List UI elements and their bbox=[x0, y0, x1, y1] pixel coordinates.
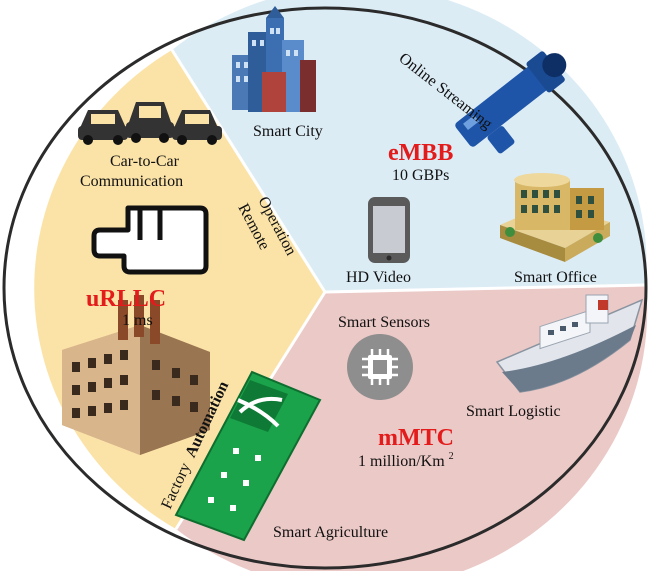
smartphone-icon bbox=[368, 197, 410, 263]
mmtc-metric-base: 1 million/Km bbox=[358, 453, 445, 470]
smart-logistic-label: Smart Logistic bbox=[466, 403, 561, 420]
smart-sensors-label: Smart Sensors bbox=[338, 314, 430, 331]
camcorder-icon bbox=[455, 51, 567, 154]
cars-icon bbox=[78, 102, 222, 145]
smart-city-label: Smart City bbox=[253, 123, 323, 140]
cargo-ship-icon bbox=[495, 294, 644, 393]
smart-office-label: Smart Office bbox=[514, 269, 597, 286]
urllc-name: uRLLC bbox=[86, 286, 166, 312]
hd-video-label: HD Video bbox=[346, 269, 411, 286]
car-to-car-label-line2: Communication bbox=[80, 173, 183, 190]
car-to-car-label-line1: Car-to-Car bbox=[110, 153, 180, 170]
embb-name: eMBB bbox=[388, 140, 453, 166]
smart-agriculture-label: Smart Agriculture bbox=[273, 524, 388, 541]
mmtc-metric-sup: 2 bbox=[449, 451, 454, 462]
mmtc-metric: 1 million/Km 2 bbox=[358, 451, 454, 470]
urllc-metric: 1 ms bbox=[122, 312, 153, 329]
outer-circle bbox=[2, 6, 648, 570]
divider-line bbox=[324, 283, 647, 294]
factory-icon bbox=[62, 295, 210, 455]
chip-icon bbox=[347, 334, 413, 400]
farm-field-icon bbox=[174, 370, 322, 542]
mmtc-name: mMTC bbox=[378, 425, 454, 451]
embb-metric: 10 GBPs bbox=[392, 167, 449, 184]
office-building-icon bbox=[500, 173, 610, 262]
city-buildings-icon bbox=[232, 6, 316, 112]
divider-line bbox=[170, 49, 327, 293]
pointing-hand-icon bbox=[91, 205, 209, 275]
